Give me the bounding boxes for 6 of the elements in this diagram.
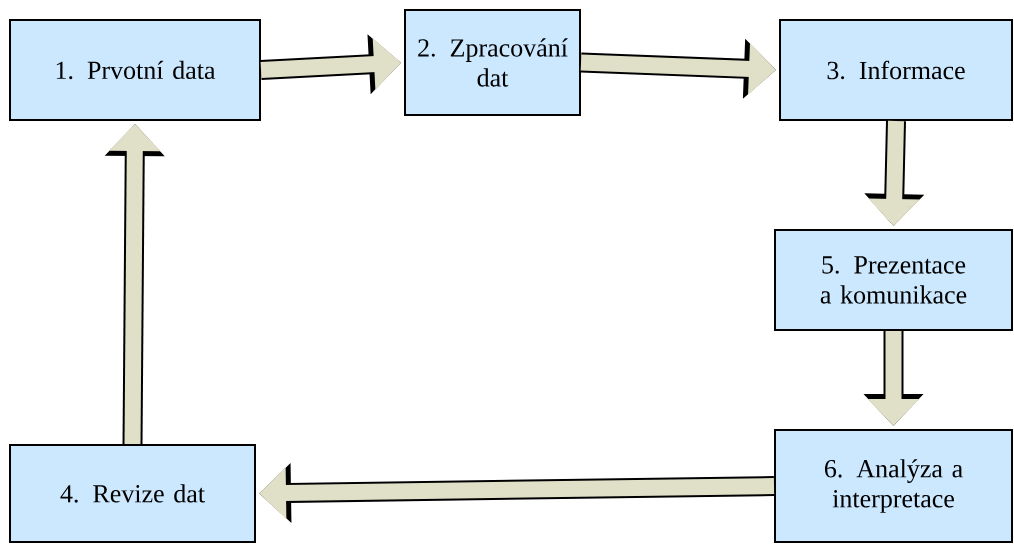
process-box: 6. Analýza a interpretace [774,429,1013,543]
process-box: 3. Informace [779,19,1013,121]
process-box: 2. Zpracování dat [404,9,581,116]
process-box: 1. Prvotní data [9,19,261,121]
process-box: 5. Prezentace a komunikace [774,229,1013,331]
process-box: 4. Revize dat [9,444,256,543]
